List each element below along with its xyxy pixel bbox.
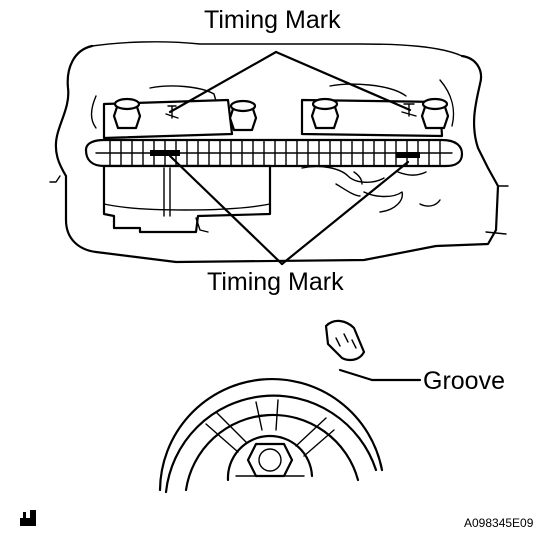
camshaft-caps (102, 98, 444, 140)
figure-code: A098345E09 (464, 516, 534, 530)
cam-sprocket (102, 164, 272, 234)
bolt-left-inner (228, 99, 258, 132)
casting-detail-right (301, 165, 441, 213)
chain-mark-right (396, 152, 420, 158)
engine-head-outline (49, 41, 509, 264)
leader-lines-top (168, 50, 412, 114)
bolt-left-outer (112, 97, 142, 130)
timing-mark-bottom-label: Timing Mark (207, 268, 344, 296)
chain-links (109, 140, 441, 166)
chain-mark-left (150, 150, 180, 156)
timing-scale (324, 319, 366, 362)
bolt-right-inner (310, 97, 340, 130)
groove-label: Groove (423, 367, 505, 395)
leader-lines-bottom (168, 154, 410, 266)
bolt-right-outer (420, 97, 450, 130)
pulley-groove (338, 368, 374, 382)
timing-mark-top-label: Timing Mark (204, 6, 341, 34)
crankshaft-pulley (158, 377, 384, 494)
manual-symbol-icon (20, 510, 36, 526)
